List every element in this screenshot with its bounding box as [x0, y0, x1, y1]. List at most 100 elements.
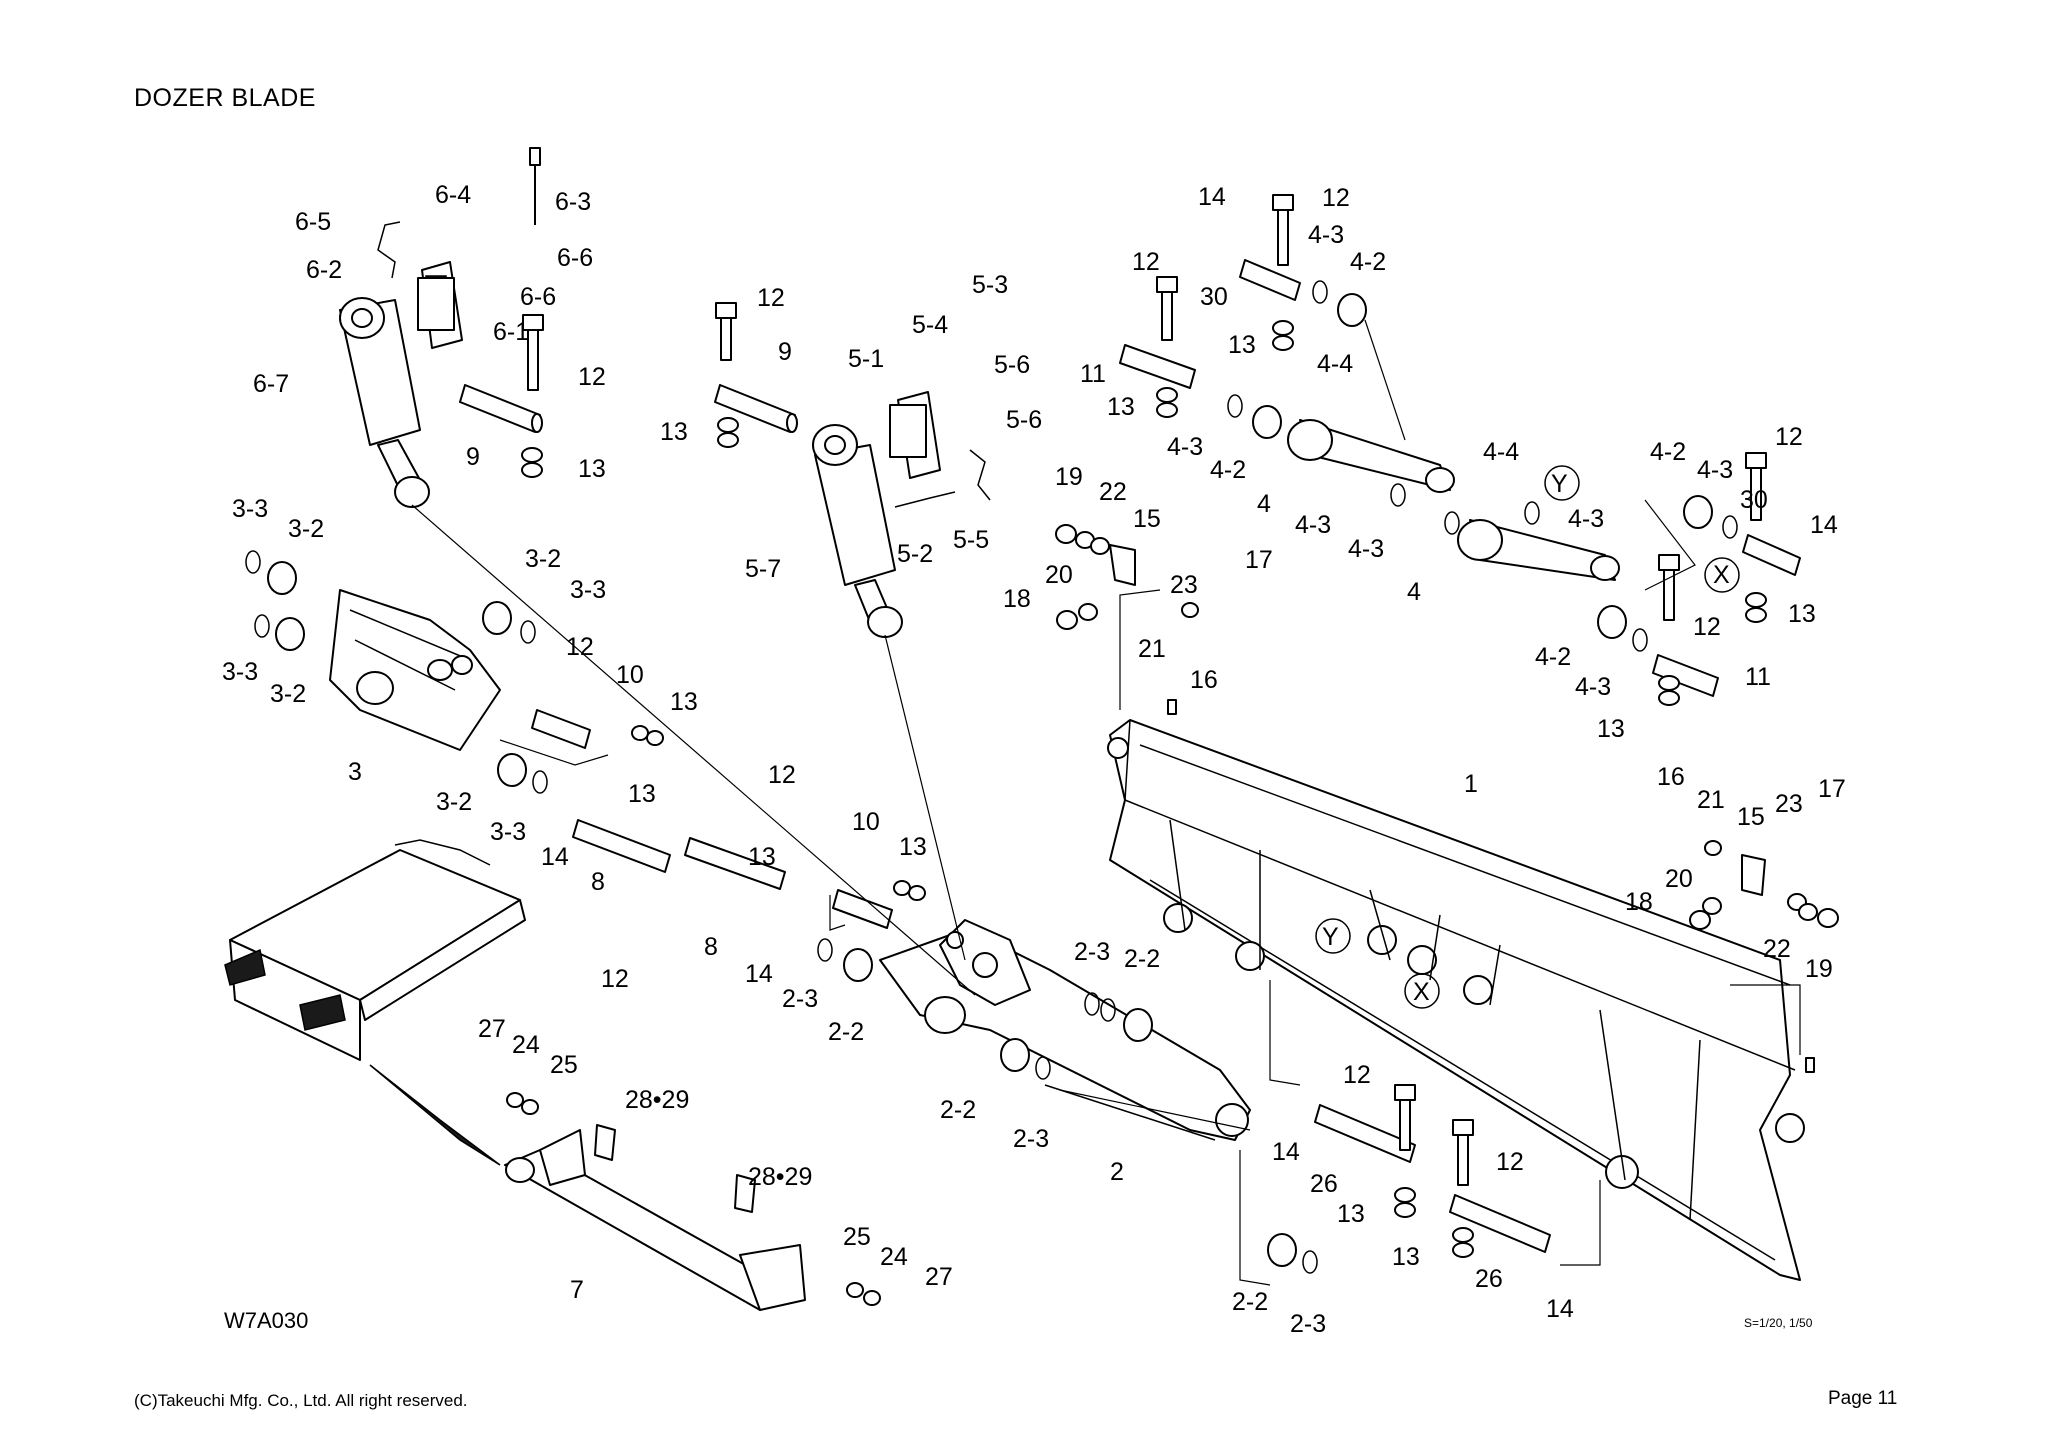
pin-9-left[interactable] — [459, 384, 543, 433]
dozer-blade-part[interactable] — [1107, 699, 1815, 1281]
callout: 13 — [1107, 393, 1135, 421]
callout: 12 — [1343, 1061, 1371, 1089]
callout: 13 — [1392, 1243, 1420, 1271]
bushing-set[interactable] — [267, 293, 1713, 1267]
callout: 14 — [1546, 1295, 1574, 1323]
callout: 9 — [778, 338, 792, 366]
callout: 22 — [1763, 935, 1791, 963]
callout: 13 — [670, 688, 698, 716]
reference-markers — [1315, 465, 1740, 1009]
callout: 2-3 — [1290, 1310, 1326, 1338]
callout: 4-2 — [1350, 248, 1386, 276]
callout: 5-7 — [745, 555, 781, 583]
callout: 6-2 — [306, 256, 342, 284]
support-frame-part[interactable] — [504, 1129, 806, 1311]
callout: 2-3 — [1013, 1125, 1049, 1153]
callout: 4-3 — [1348, 535, 1384, 563]
callout: 2-2 — [940, 1096, 976, 1124]
link-arm-upper[interactable] — [1287, 419, 1455, 493]
callout: 12 — [1132, 248, 1160, 276]
callout: 22 — [1099, 478, 1127, 506]
callout: 4-3 — [1308, 221, 1344, 249]
callout: 4-2 — [1535, 643, 1571, 671]
callout: 26 — [1475, 1265, 1503, 1293]
callout: 12 — [566, 633, 594, 661]
callout: 4-2 — [1650, 438, 1686, 466]
callout: 3-3 — [570, 576, 606, 604]
callout: 2 — [1110, 1158, 1124, 1186]
callout: 5-5 — [953, 526, 989, 554]
pin-30-lower[interactable] — [1742, 534, 1801, 576]
pin-10-left[interactable] — [531, 709, 591, 749]
callout: 27 — [478, 1015, 506, 1043]
callout: 13 — [899, 833, 927, 861]
callout: 19 — [1805, 955, 1833, 983]
callout: 19 — [1055, 463, 1083, 491]
callout: 6-1 — [493, 318, 529, 346]
callout: 26 — [1310, 1170, 1338, 1198]
callout: 4-3 — [1167, 433, 1203, 461]
callout: 25 — [550, 1051, 578, 1079]
callout: 6-6 — [557, 244, 593, 272]
callout: 4-3 — [1575, 673, 1611, 701]
callout: 17 — [1245, 546, 1273, 574]
callout: 11 — [1745, 663, 1771, 691]
callout: 3-2 — [525, 545, 561, 573]
callout: 4 — [1407, 578, 1421, 606]
callout: 3-2 — [288, 515, 324, 543]
pin-9-center[interactable] — [714, 384, 798, 433]
callout: 5-4 — [912, 311, 948, 339]
callout: 30 — [1740, 486, 1768, 514]
callout: 15 — [1737, 803, 1765, 831]
link-arm-lower[interactable] — [1457, 519, 1620, 581]
bolt-set[interactable] — [522, 147, 1767, 1186]
assembly-lines — [411, 319, 1801, 1286]
callout: 3-2 — [436, 788, 472, 816]
scale-note: S=1/20, 1/50 — [1744, 1316, 1813, 1330]
pin-11-lower[interactable] — [1652, 654, 1719, 697]
hose-set[interactable] — [377, 221, 991, 508]
bracket-part[interactable] — [329, 589, 501, 751]
callout: 2-2 — [1232, 1288, 1268, 1316]
valve-block-set[interactable] — [417, 277, 927, 458]
pin-8-lower[interactable] — [684, 837, 786, 890]
callout: 3 — [348, 758, 362, 786]
pin-8-upper[interactable] — [572, 819, 671, 873]
dozer-arm-part[interactable] — [879, 919, 1251, 1141]
callout: 4-3 — [1568, 505, 1604, 533]
callout: X — [1413, 978, 1430, 1006]
callout: 11 — [1080, 360, 1106, 388]
callout: 18 — [1003, 585, 1031, 613]
machine-body-illustration — [224, 839, 526, 1166]
callout: 13 — [628, 780, 656, 808]
pin-11-upper[interactable] — [1119, 344, 1196, 389]
o-ring-set[interactable] — [245, 280, 1738, 1274]
callout: 20 — [1665, 865, 1693, 893]
nut-washer-set[interactable] — [506, 320, 1839, 1306]
callout: 6-4 — [435, 181, 471, 209]
callout: 4-3 — [1295, 511, 1331, 539]
callout: 13 — [660, 418, 688, 446]
callout: 10 — [852, 808, 880, 836]
callout: 6-5 — [295, 208, 331, 236]
callout: 7 — [570, 1276, 584, 1304]
pin-10-center[interactable] — [832, 889, 893, 929]
callout: 2-2 — [1124, 945, 1160, 973]
callout: 5-6 — [994, 351, 1030, 379]
callout: 12 — [768, 761, 796, 789]
pin-26-lower[interactable] — [1449, 1194, 1551, 1253]
callout: 12 — [1693, 613, 1721, 641]
callout: 8 — [704, 933, 718, 961]
callout: 3-3 — [222, 658, 258, 686]
callout: 12 — [1322, 184, 1350, 212]
callout: 14 — [1810, 511, 1838, 539]
callout: 12 — [1775, 423, 1803, 451]
bracket-15-set[interactable] — [594, 544, 1766, 1213]
callout-labels: 6-4 6-3 6-5 6-6 6-2 6-6 6-1 12 6-7 9 13 … — [222, 181, 1846, 1338]
callout: 5-1 — [848, 345, 884, 373]
callout: 21 — [1138, 635, 1166, 663]
pin-26-upper[interactable] — [1314, 1104, 1416, 1163]
callout: 16 — [1190, 666, 1218, 694]
pin-30-upper[interactable] — [1239, 259, 1301, 301]
callout: 1 — [1464, 770, 1478, 798]
